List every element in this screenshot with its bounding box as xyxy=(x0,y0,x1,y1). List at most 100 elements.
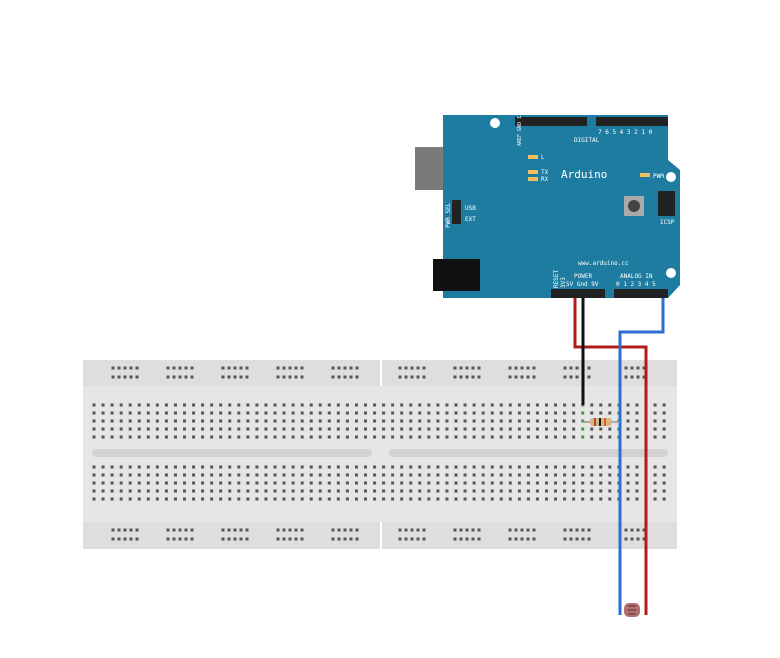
breadboard-hole[interactable] xyxy=(237,411,241,415)
breadboard-hole[interactable] xyxy=(318,427,322,431)
breadboard-hole[interactable] xyxy=(300,465,304,469)
breadboard-hole[interactable] xyxy=(436,489,440,493)
breadboard-hole[interactable] xyxy=(309,497,313,501)
breadboard-hole[interactable] xyxy=(608,497,612,501)
breadboard-hole[interactable] xyxy=(436,419,440,423)
breadboard-hole[interactable] xyxy=(246,489,250,493)
breadboard-hole[interactable] xyxy=(382,481,386,485)
breadboard-hole[interactable] xyxy=(391,465,395,469)
breadboard-hole[interactable] xyxy=(129,366,133,370)
breadboard-hole[interactable] xyxy=(436,411,440,415)
breadboard-hole[interactable] xyxy=(662,473,666,477)
breadboard-hole[interactable] xyxy=(463,465,467,469)
breadboard-hole[interactable] xyxy=(409,435,413,439)
breadboard-hole[interactable] xyxy=(237,473,241,477)
breadboard-hole[interactable] xyxy=(255,465,259,469)
breadboard-hole[interactable] xyxy=(382,465,386,469)
breadboard-hole[interactable] xyxy=(481,419,485,423)
breadboard-hole[interactable] xyxy=(499,481,503,485)
breadboard-hole[interactable] xyxy=(382,411,386,415)
breadboard-hole[interactable] xyxy=(545,489,548,493)
breadboard-hole[interactable] xyxy=(276,537,280,541)
breadboard-hole[interactable] xyxy=(472,411,476,415)
breadboard-hole[interactable] xyxy=(137,473,141,477)
breadboard-hole[interactable] xyxy=(508,427,512,431)
breadboard-hole[interactable] xyxy=(391,481,395,485)
breadboard-hole[interactable] xyxy=(273,403,277,407)
breadboard-hole[interactable] xyxy=(662,435,666,439)
breadboard-hole[interactable] xyxy=(327,419,331,423)
breadboard-hole[interactable] xyxy=(453,375,457,379)
breadboard-hole[interactable] xyxy=(273,419,277,423)
breadboard-hole[interactable] xyxy=(445,465,449,469)
breadboard-hole[interactable] xyxy=(183,489,186,493)
breadboard-hole[interactable] xyxy=(300,419,304,423)
breadboard-hole[interactable] xyxy=(219,497,223,501)
breadboard-hole[interactable] xyxy=(554,403,558,407)
breadboard-hole[interactable] xyxy=(123,528,127,532)
breadboard-hole[interactable] xyxy=(282,497,286,501)
breadboard-hole[interactable] xyxy=(129,537,133,541)
breadboard-hole[interactable] xyxy=(345,403,349,407)
breadboard-hole[interactable] xyxy=(526,489,530,493)
breadboard-hole[interactable] xyxy=(110,403,114,407)
breadboard-hole[interactable] xyxy=(459,537,463,541)
breadboard-hole[interactable] xyxy=(526,528,530,532)
breadboard-hole[interactable] xyxy=(343,537,347,541)
breadboard-hole[interactable] xyxy=(545,427,548,431)
breadboard-hole[interactable] xyxy=(499,403,503,407)
breadboard-hole[interactable] xyxy=(453,528,457,532)
breadboard-hole[interactable] xyxy=(517,497,521,501)
breadboard-hole[interactable] xyxy=(590,465,594,469)
breadboard-hole[interactable] xyxy=(137,489,141,493)
breadboard-hole[interactable] xyxy=(288,366,292,370)
breadboard-hole[interactable] xyxy=(373,489,377,493)
breadboard-hole[interactable] xyxy=(517,481,521,485)
breadboard-hole[interactable] xyxy=(228,419,232,423)
breadboard-hole[interactable] xyxy=(101,403,105,407)
breadboard-hole[interactable] xyxy=(129,375,133,379)
breadboard-hole[interactable] xyxy=(662,403,666,407)
breadboard-hole[interactable] xyxy=(410,528,414,532)
breadboard-hole[interactable] xyxy=(327,403,331,407)
breadboard-hole[interactable] xyxy=(608,403,612,407)
breadboard-hole[interactable] xyxy=(337,375,341,379)
breadboard-hole[interactable] xyxy=(532,375,536,379)
breadboard-hole[interactable] xyxy=(599,473,603,477)
breadboard-hole[interactable] xyxy=(569,366,573,370)
breadboard-hole[interactable] xyxy=(508,537,512,541)
breadboard-hole[interactable] xyxy=(572,473,576,477)
breadboard-hole[interactable] xyxy=(427,427,431,431)
breadboard-hole[interactable] xyxy=(155,465,159,469)
breadboard-hole[interactable] xyxy=(201,473,205,477)
breadboard-hole[interactable] xyxy=(454,435,458,439)
breadboard-hole[interactable] xyxy=(526,537,530,541)
breadboard-hole[interactable] xyxy=(427,473,431,477)
breadboard-hole[interactable] xyxy=(219,465,223,469)
breadboard-hole[interactable] xyxy=(630,366,634,370)
breadboard-hole[interactable] xyxy=(635,411,639,415)
breadboard-hole[interactable] xyxy=(128,481,132,485)
breadboard-hole[interactable] xyxy=(508,473,512,477)
breadboard-hole[interactable] xyxy=(472,435,476,439)
breadboard-hole[interactable] xyxy=(190,537,194,541)
breadboard-hole[interactable] xyxy=(445,403,449,407)
breadboard-hole[interactable] xyxy=(117,528,121,532)
breadboard-hole[interactable] xyxy=(642,366,646,370)
breadboard-hole[interactable] xyxy=(291,465,295,469)
breadboard-hole[interactable] xyxy=(110,411,114,415)
breadboard-hole[interactable] xyxy=(246,465,250,469)
breadboard-hole[interactable] xyxy=(309,473,313,477)
breadboard-hole[interactable] xyxy=(128,497,132,501)
breadboard-hole[interactable] xyxy=(92,489,96,493)
breadboard-hole[interactable] xyxy=(92,411,96,415)
breadboard-hole[interactable] xyxy=(427,489,431,493)
breadboard-hole[interactable] xyxy=(400,497,404,501)
breadboard-hole[interactable] xyxy=(309,435,313,439)
breadboard-hole[interactable] xyxy=(276,528,280,532)
breadboard-hole[interactable] xyxy=(364,403,367,407)
breadboard-hole[interactable] xyxy=(343,366,347,370)
breadboard-hole[interactable] xyxy=(581,537,585,541)
breadboard-hole[interactable] xyxy=(349,537,353,541)
breadboard-hole[interactable] xyxy=(427,435,431,439)
